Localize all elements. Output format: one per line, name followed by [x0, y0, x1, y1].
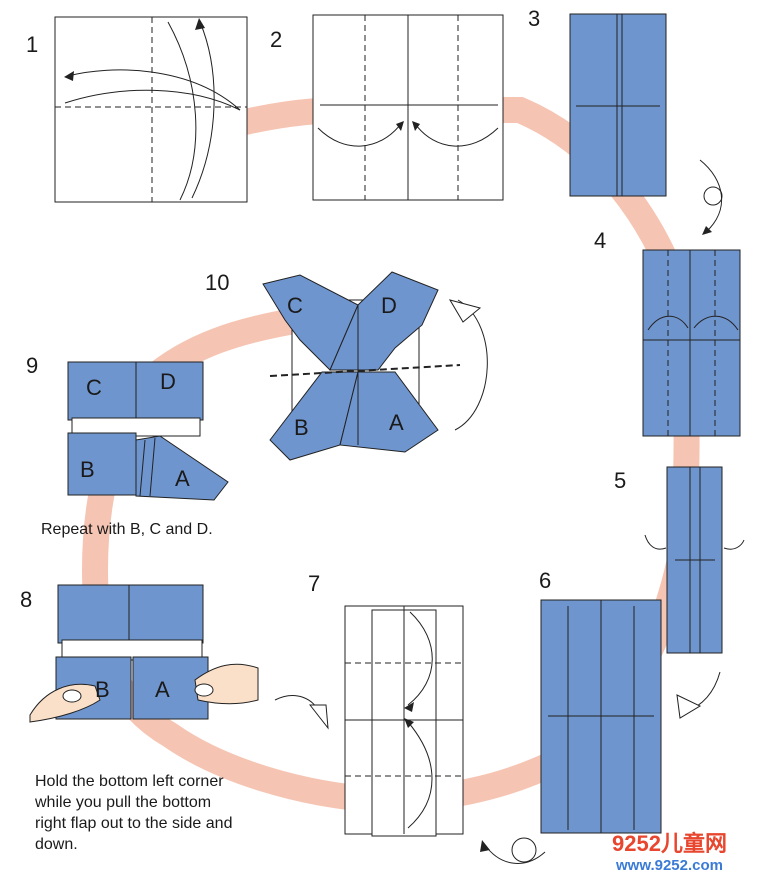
- flap-label-b-step8: B: [95, 677, 110, 702]
- step-number-5: 5: [614, 468, 627, 493]
- watermark-logo-bottom: www.9252.com: [616, 857, 723, 874]
- step-9-figure: [67, 361, 229, 501]
- flap-label-c-step9: C: [86, 375, 102, 400]
- repeat-note: Repeat with B, C and D.: [41, 521, 213, 538]
- hold-instruction-line-2: while you pull the bottom: [35, 794, 212, 811]
- step-number-7: 7: [308, 571, 321, 596]
- step-7-figure: [344, 605, 464, 837]
- flap-label-b-step10: B: [294, 415, 309, 440]
- step-number-9: 9: [26, 353, 39, 378]
- step-number-2: 2: [270, 27, 283, 52]
- flap-label-b-step9: B: [80, 457, 95, 482]
- hold-instruction-line-1: Hold the bottom left corner: [35, 773, 224, 790]
- step-number-1: 1: [26, 32, 39, 57]
- flap-label-d-step9: D: [160, 369, 176, 394]
- step-3-figure: [569, 13, 723, 235]
- flap-label-a-step9: A: [175, 466, 190, 491]
- flap-label-c-step10: C: [287, 293, 303, 318]
- step-8-figure: [29, 584, 329, 730]
- step-number-8: 8: [20, 587, 33, 612]
- flap-label-a-step8: A: [155, 677, 170, 702]
- step-10-figure: [262, 271, 488, 461]
- watermark-logo-top: 9252儿童网: [612, 831, 727, 856]
- step-4-figure: [642, 249, 741, 437]
- step-number-4: 4: [594, 228, 607, 253]
- step-number-3: 3: [528, 6, 541, 31]
- hold-instruction: Hold the bottom left corner while you pu…: [35, 771, 232, 855]
- hold-instruction-line-4: down.: [35, 836, 78, 853]
- flap-label-d-step10: D: [381, 293, 397, 318]
- step-2-figure: [312, 14, 504, 201]
- step-number-10: 10: [205, 270, 230, 295]
- hold-instruction-line-3: right flap out to the side and: [35, 815, 233, 832]
- step-5-figure: [644, 466, 745, 719]
- step-1-figure: [54, 16, 248, 203]
- step-number-6: 6: [539, 568, 552, 593]
- flap-label-a-step10: A: [389, 410, 404, 435]
- step-6-figure: [480, 599, 662, 864]
